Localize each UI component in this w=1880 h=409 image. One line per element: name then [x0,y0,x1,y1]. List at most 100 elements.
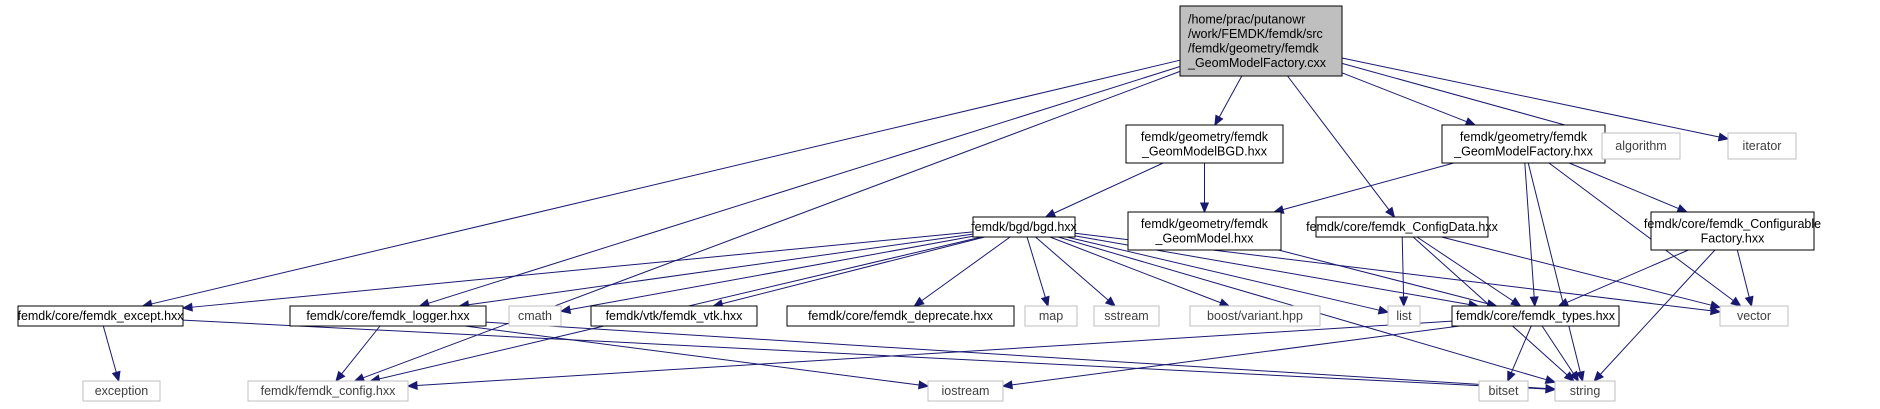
node-deprecate[interactable]: femdk/core/femdk_deprecate.hxx [786,305,1015,327]
node-label-line: /home/prac/putanowr [1188,12,1305,26]
node-label-line: iostream [942,384,990,398]
node-string: string [1554,380,1616,402]
node-bgd[interactable]: femdk/bgd/bgd.hxx [971,216,1078,238]
node-box [289,305,487,327]
edge-line [1011,325,1460,386]
node-label-line: femdk/core/femdk_types.hxx [1456,309,1616,323]
edge-bgd_hxx-to-bgd [1044,162,1164,218]
edge-root-to-logger [418,66,1181,308]
node-algorithm: algorithm [1601,132,1681,160]
edge-line [102,325,117,373]
node-label-line: iterator [1743,139,1782,153]
edges-layer [102,57,1754,394]
edge-root-to-except [141,59,1181,309]
node-box [1650,211,1815,251]
edge-bgd-to-variant [1049,236,1231,307]
edge-configurable-to-string [1593,249,1716,382]
arrowhead-icon [1040,295,1050,308]
edge-line [1510,325,1532,373]
arrowhead-icon [1709,300,1722,310]
arrowhead-icon [1214,114,1224,127]
node-label-line: string [1570,384,1601,398]
node-geommodel[interactable]: femdk/geometry/femdk_GeomModel.hxx [1127,211,1282,251]
edge-types-to-string [1541,325,1580,383]
edge-bgd-to-list [1066,236,1390,315]
arrowhead-icon [1385,206,1396,219]
edge-line [182,319,1547,390]
edge-line [1049,236,1221,304]
node-box [590,305,758,327]
node-variant: boost/variant.hpp [1189,305,1321,327]
edge-line [468,233,974,306]
edge-line [464,325,920,386]
arrowhead-icon [913,296,925,307]
node-box [1179,5,1343,77]
edge-line [1287,75,1390,211]
arrowhead-icon [1557,298,1570,307]
node-label-line: boost/variant.hpp [1207,309,1303,323]
node-iterator: iterator [1727,132,1797,160]
node-label-line: femdk/core/femdk_except.hxx [17,309,184,323]
edge-configdata-to-vector [1441,236,1722,310]
edge-line [1282,162,1454,211]
node-except[interactable]: femdk/core/femdk_except.hxx [17,305,184,327]
arrowhead-icon [353,373,366,382]
node-box [927,380,1004,402]
edge-line [1441,236,1712,306]
node-label-line: /work/FEMDK/femdk/src [1188,27,1323,41]
node-box [1189,305,1321,327]
node-box [1387,305,1421,327]
edge-factory_hxx-to-vector [1548,162,1742,307]
node-box [786,305,1015,327]
arrowhead-icon [111,370,121,383]
edge-root-to-bgd_hxx [1214,75,1243,127]
edge-geommodel-to-types [1278,249,1498,309]
edge-factory_hxx-to-types [1524,162,1539,308]
arrowhead-icon [1377,305,1390,315]
node-label-line: femdk/core/femdk_deprecate.hxx [808,309,994,323]
edge-line [1524,162,1535,298]
arrowhead-icon [1744,295,1754,308]
node-vector: vector [1719,305,1789,327]
edge-factory_hxx-to-configurable [1568,162,1689,213]
nodes-layer: /home/prac/putanowr/work/FEMDK/femdk/src… [17,5,1821,402]
arrowhead-icon [1575,370,1585,383]
edge-line [1599,249,1716,375]
edge-line [362,70,1181,379]
node-box [1478,380,1529,402]
node-factory_hxx[interactable]: femdk/geometry/femdk_GeomModelFactory.hx… [1441,124,1606,164]
edge-configurable-to-vector [1736,249,1754,308]
edge-line [1341,72,1467,123]
node-bgd_hxx[interactable]: femdk/geometry/femdk_GeomModelBGD.hxx [1125,124,1284,164]
node-box [1441,124,1606,164]
node-configdata[interactable]: femdk/core/femdk_ConfigData.hxx [1306,216,1499,238]
node-root[interactable]: /home/prac/putanowr/work/FEMDK/femdk/src… [1179,5,1343,77]
node-iostream: iostream [927,380,1004,402]
arrowhead-icon [1399,296,1409,308]
node-label-line: exception [95,384,149,398]
node-label-line: femdk/femdk_config.hxx [261,384,397,398]
node-vtk[interactable]: femdk/vtk/femdk_vtk.hxx [590,305,758,327]
arrowhead-icon [335,370,346,383]
arrowhead-icon [1044,208,1057,218]
arrowhead-icon [1464,117,1477,126]
node-types[interactable]: femdk/core/femdk_types.hxx [1451,305,1620,327]
arrowhead-icon [181,302,193,312]
node-label-line: femdk/core/femdk_Configurable [1644,217,1821,231]
arrowhead-icon [1218,298,1231,307]
node-label-line: map [1039,309,1063,323]
edge-bgd-to-vtk [712,236,985,309]
node-box [1093,305,1160,327]
arrowhead-icon [1510,296,1522,307]
edge-line [569,235,974,311]
edge-logger-to-string [485,321,1557,394]
edge-except-to-exception [102,325,121,383]
arrowhead-icon [1544,375,1557,384]
edge-root-to-configdata [1287,75,1396,219]
node-label-line: sstream [1104,309,1148,323]
node-logger[interactable]: femdk/core/femdk_logger.hxx [289,305,487,327]
edge-line [921,236,1011,302]
edge-line [485,321,1547,390]
arrowhead-icon [1199,202,1210,214]
